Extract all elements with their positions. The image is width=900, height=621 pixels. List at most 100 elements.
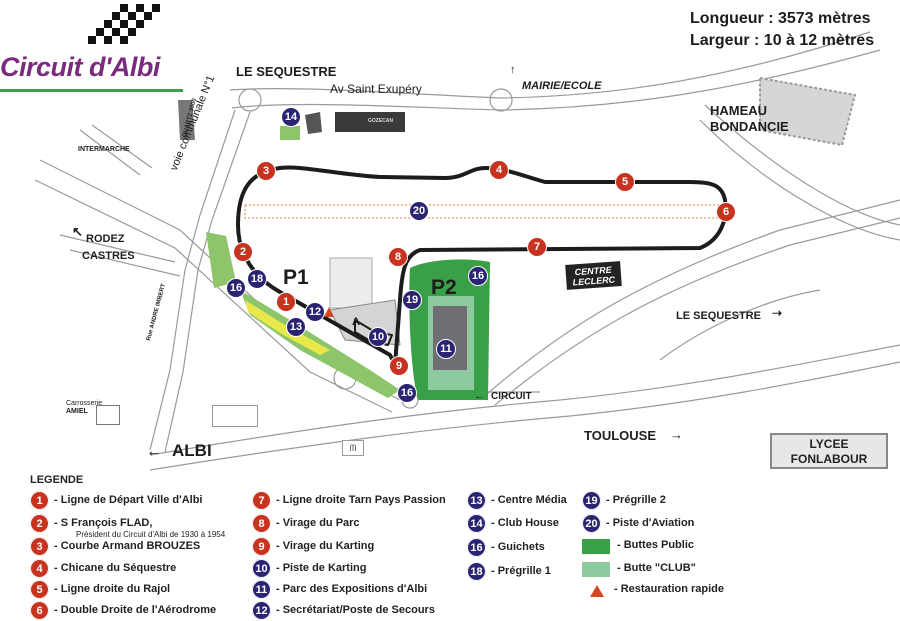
legend-text: - Courbe Armand BROUZES	[54, 540, 201, 552]
legend-item-buttes-public: - Buttes Public	[582, 539, 694, 554]
legend-badge: 2	[30, 514, 49, 533]
legend-badge: 1	[30, 491, 49, 510]
fastfood-logo-icon: ᗰ	[342, 440, 364, 456]
legend-text: - Chicane du Séquestre	[54, 562, 177, 574]
marker-4[interactable]: 4	[489, 160, 509, 180]
marker-6[interactable]: 6	[716, 202, 736, 222]
marker-1[interactable]: 1	[276, 292, 296, 312]
label-circuit: CIRCUIT	[491, 391, 532, 402]
legend-text: - Centre Média	[491, 494, 567, 506]
legend-item-restauration: - Restauration rapide	[582, 583, 724, 597]
marker-3[interactable]: 3	[256, 161, 276, 181]
legend-text: - Piste d'Aviation	[606, 517, 695, 529]
legend-text: - Ligne droite Tarn Pays Passion	[276, 494, 446, 506]
legend-badge: 18	[467, 562, 486, 581]
legend-text: - Virage du Karting	[276, 540, 375, 552]
legend-badge: 16	[467, 538, 486, 557]
legend-text: - Guichets	[491, 541, 545, 553]
legend-item-4: 4 - Chicane du Séquestre	[30, 559, 176, 578]
legend-item-3: 3- Courbe Armand BROUZES	[30, 537, 200, 556]
legend-badge: 5	[30, 580, 49, 599]
marker-12[interactable]: 12	[305, 302, 325, 322]
marker-9[interactable]: 9	[389, 356, 409, 376]
legend-text: - Restauration rapide	[614, 583, 725, 595]
arrow-left-small-icon: ←	[474, 390, 485, 402]
label-toulouse: TOULOUSE	[584, 428, 656, 443]
label-lycee: LYCEE	[809, 437, 849, 451]
legend-badge: 9	[252, 537, 271, 556]
legend-item-18: 18 - Prégrille 1	[467, 562, 551, 581]
legend-text: - Piste de Karting	[276, 562, 367, 574]
marker-16-bottom[interactable]: 16	[397, 383, 417, 403]
legend-text: - Secrétariat/Poste de Secours	[276, 604, 435, 616]
label-p2: P2	[431, 276, 457, 299]
legend-swatch-lightgreen	[582, 562, 610, 577]
legend-item-butte-club: - Butte "CLUB"	[582, 562, 696, 577]
marker-19[interactable]: 19	[402, 290, 422, 310]
marker-5[interactable]: 5	[615, 172, 635, 192]
marker-2[interactable]: 2	[233, 242, 253, 262]
fastfood-marker-icon	[324, 307, 334, 317]
legend-item-1: 1 - Ligne de Départ Ville d'Albi	[30, 491, 203, 510]
legend-item-2: 2 - S François FLAD,Président du Circuit …	[30, 514, 225, 539]
legend-text: - Prégrille 1	[491, 565, 551, 577]
legend-item-9: 9 - Virage du Karting	[252, 537, 374, 556]
legend-text: - Prégrille 2	[606, 494, 666, 506]
label-le-sequestre-right: LE SEQUESTRE	[676, 310, 761, 322]
marker-8[interactable]: 8	[388, 247, 408, 267]
label-mairie-ecole: MAIRIE/ECOLE	[522, 80, 602, 92]
legend-item-5: 5 - Ligne droite du Rajol	[30, 580, 170, 599]
arrow-left-albi-icon: ←	[146, 443, 162, 460]
label-castres: CASTRES	[82, 250, 135, 262]
centre-leclerc-block: CENTRE LECLERC	[565, 261, 622, 290]
legend-text: - Ligne droite du Rajol	[54, 583, 171, 595]
legend-item-20: 20 - Piste d'Aviation	[582, 514, 694, 533]
marker-20[interactable]: 20	[409, 201, 429, 221]
legend-text: - Butte "CLUB"	[617, 562, 696, 574]
marker-11[interactable]: 11	[436, 339, 456, 359]
label-albi: ALBI	[172, 441, 212, 460]
legend-badge: 14	[467, 514, 486, 533]
legend-title: LEGENDE	[30, 474, 84, 486]
arrow-left-icon: ↖	[72, 224, 83, 239]
legend-badge: 6	[30, 601, 49, 620]
marker-16-p2[interactable]: 16	[468, 266, 488, 286]
logo-underline	[0, 89, 183, 92]
checkered-flag-icon	[88, 4, 160, 44]
arrow-right-icon: ➝	[772, 306, 783, 320]
legend-item-19: 19- Prégrille 2	[582, 491, 666, 510]
label-rodez: RODEZ	[86, 233, 125, 245]
marker-10[interactable]: 10	[368, 327, 388, 347]
marker-18[interactable]: 18	[247, 269, 267, 289]
legend-text-wrap: - S François FLAD,Président du Circuit d…	[54, 517, 225, 539]
legend-item-10: 10- Piste de Karting	[252, 559, 366, 578]
marker-7[interactable]: 7	[527, 237, 547, 257]
legend-badge: 20	[582, 514, 601, 533]
label-fonlabour: FONLABOUR	[790, 452, 868, 466]
marker-13[interactable]: 13	[286, 317, 306, 337]
label-amiel: AMIEL	[66, 408, 88, 415]
parking-p1	[329, 257, 401, 346]
legend-badge: 4	[30, 559, 49, 578]
marker-14[interactable]: 14	[281, 107, 301, 127]
marker-16-left[interactable]: 16	[226, 278, 246, 298]
legend-text: - Ligne de Départ Ville d'Albi	[54, 494, 203, 506]
legend-item-12: 12- Secrétariat/Poste de Secours	[252, 601, 435, 620]
label-av-saint-exupery: Av Saint Exupéry	[330, 82, 422, 96]
legend-badge: 13	[467, 491, 486, 510]
legend-badge: 8	[252, 514, 271, 533]
legend-item-13: 13 - Centre Média	[467, 491, 567, 510]
legend-text: - S François FLAD,	[54, 517, 153, 529]
legend-item-14: 14- Club House	[467, 514, 559, 533]
label-intermarche: INTERMARCHE	[78, 146, 130, 153]
label-a: A	[352, 316, 360, 328]
legend-item-7: 7- Ligne droite Tarn Pays Passion	[252, 491, 446, 510]
legend-text: - Parc des Expositions d'Albi	[276, 583, 428, 595]
arrow-up-icon: ↑	[510, 64, 516, 76]
hameau-area	[759, 76, 857, 147]
legend-item-6: 6- Double Droite de l'Aérodrome	[30, 601, 216, 620]
label-carrosserie: Carrosserie	[66, 400, 103, 407]
legend-item-16: 16 - Guichets	[467, 538, 545, 557]
legend-item-8: 8- Virage du Parc	[252, 514, 360, 533]
legend-triangle-icon	[590, 585, 604, 597]
